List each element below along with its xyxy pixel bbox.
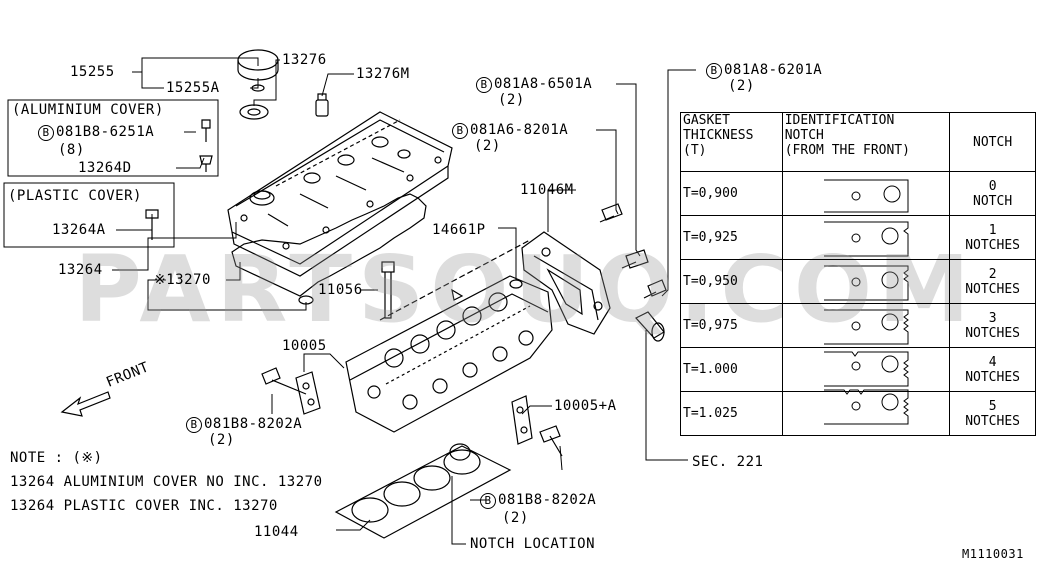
notch-picture-cell (781, 303, 951, 348)
bolt-6251a-text: 081B8-6251A (56, 124, 155, 140)
bolt-6201a-qty: (2) (728, 78, 755, 94)
label-11044[interactable]: 11044 (254, 524, 299, 540)
notch-picture-cell (781, 259, 951, 304)
bolt-6501a-text: 081A8-6501A (494, 76, 593, 92)
valve-cover-gasket (231, 193, 427, 297)
label-10005a[interactable]: 10005+A (554, 398, 617, 414)
bolt-8201a-text: 081A6-8201A (470, 122, 569, 138)
table-header-row: GASKET THICKNESS (T) IDENTIFICATION NOTC… (680, 112, 1036, 172)
bolt-6251a-qty: (8) (58, 142, 85, 158)
header-identification: IDENTIFICATION NOTCH (FROM THE FRONT) (781, 112, 951, 172)
front-end-plate (261, 367, 321, 415)
bolt-b-icon: B (186, 417, 202, 433)
bolt-b-icon: B (476, 77, 492, 93)
notch-location-label: NOTCH LOCATION (470, 536, 596, 552)
aluminium-cover-label: (ALUMINIUM COVER) (12, 102, 164, 118)
bolt-8201a-qty: (2) (474, 138, 501, 154)
rear-end-plate (511, 395, 563, 457)
label-sec221[interactable]: SEC. 221 (692, 454, 764, 470)
label-13264a[interactable]: 13264A (52, 222, 106, 238)
aluminium-cover-frame (7, 99, 219, 177)
diagram-code: M1110031 (962, 547, 1024, 561)
cover-bolts (145, 119, 213, 240)
head-gasket (334, 443, 512, 539)
bolt-8202a-left-qty: (2) (208, 432, 235, 448)
bracket-bolts (509, 203, 667, 299)
note-title: NOTE : (※) (10, 450, 103, 466)
valve-cover (227, 111, 453, 277)
oil-filler-cap (237, 49, 279, 120)
front-arrow-icon (60, 391, 111, 417)
label-15255[interactable]: 15255 (70, 64, 115, 80)
thickness-cell: T=0,975 (680, 303, 783, 348)
label-11046m[interactable]: 11046M (520, 182, 574, 198)
label-11056[interactable]: 11056 (318, 282, 363, 298)
note-line-2: 13264 PLASTIC COVER INC. 13270 (10, 498, 278, 514)
label-13270[interactable]: ※13270 (154, 272, 211, 288)
thickness-cell: T=0,950 (680, 259, 783, 304)
header-notch: NOTCH (949, 112, 1036, 172)
thickness-cell: T=0,925 (680, 215, 783, 260)
thickness-cell: T=1.025 (680, 391, 783, 436)
plastic-cover-frame (3, 182, 175, 248)
bolt-b-icon: B (480, 493, 496, 509)
bolt-6201a-text: 081A8-6201A (724, 62, 823, 78)
label-13264d[interactable]: 13264D (78, 160, 132, 176)
front-bracket (521, 231, 611, 335)
thickness-cell: T=0,900 (680, 171, 783, 216)
notch-picture-cell (781, 347, 951, 392)
bolt-8202a-right-text: 081B8-8202A (498, 492, 597, 508)
bolt-6501a-qty: (2) (498, 92, 525, 108)
leader-lines (112, 57, 696, 545)
header-thickness: GASKET THICKNESS (T) (680, 112, 783, 172)
bolt-b-icon: B (452, 123, 468, 139)
note-line-1: 13264 ALUMINIUM COVER NO INC. 13270 (10, 474, 323, 490)
head-bolt (381, 261, 395, 319)
pcv-valve (315, 93, 329, 117)
bolt-8202a-left-text: 081B8-8202A (204, 416, 303, 432)
label-13276[interactable]: 13276 (282, 52, 327, 68)
bolt-b-icon: B (706, 63, 722, 79)
gasket-thickness-table: GASKET THICKNESS (T) IDENTIFICATION NOTC… (680, 112, 1036, 436)
label-15255a[interactable]: 15255A (166, 80, 220, 96)
label-14661p[interactable]: 14661P (432, 222, 486, 238)
notch-picture-cell (781, 391, 951, 436)
label-13276m[interactable]: 13276M (356, 66, 410, 82)
bolt-b-icon: B (38, 125, 54, 141)
label-13264[interactable]: 13264 (58, 262, 103, 278)
notch-picture-cell (781, 215, 951, 260)
cylinder-head (345, 239, 553, 433)
water-outlet (635, 311, 665, 342)
plastic-cover-label: (PLASTIC COVER) (8, 188, 142, 204)
label-10005[interactable]: 10005 (282, 338, 327, 354)
bolt-8202a-right-qty: (2) (502, 510, 529, 526)
thickness-cell: T=1.000 (680, 347, 783, 392)
notch-picture-cell (781, 171, 951, 216)
